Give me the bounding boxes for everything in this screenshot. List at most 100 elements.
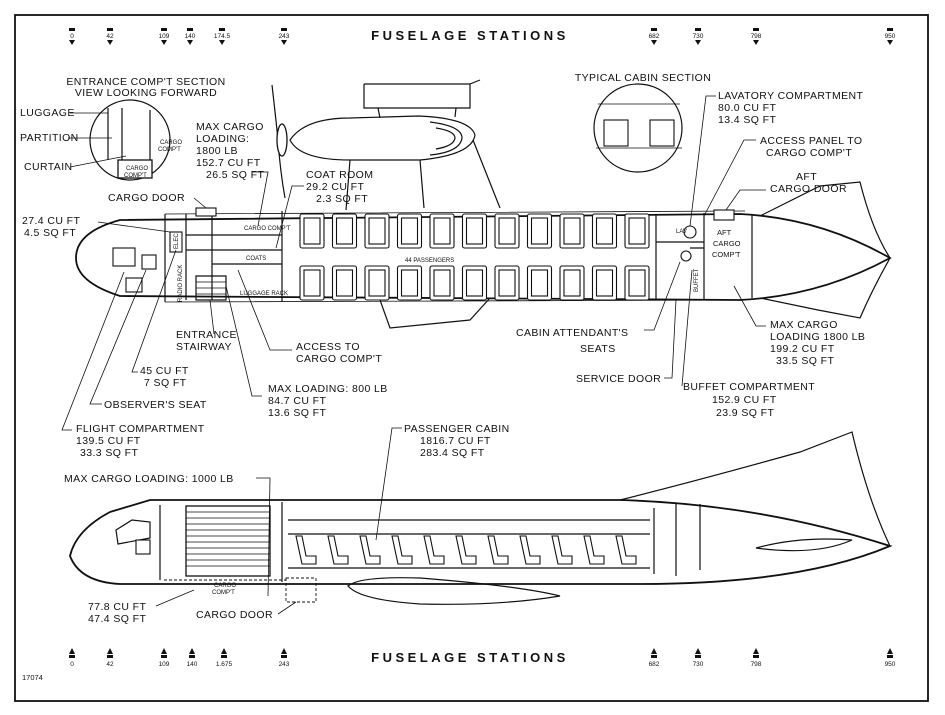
station-tick <box>651 655 657 658</box>
station-tick <box>69 28 75 31</box>
side-bulkheads <box>159 502 283 582</box>
coat-room-leader <box>275 185 304 249</box>
buffet-comp-2: 152.9 CU FT <box>712 394 777 406</box>
station-tick <box>187 28 193 31</box>
flight-comp-leader <box>61 271 125 431</box>
curtain-label: CURTAIN <box>24 161 73 173</box>
passenger-seat-cushion <box>498 269 516 297</box>
side-passenger-seat <box>327 535 349 565</box>
inner-wall <box>164 210 746 303</box>
station-tick <box>189 655 195 658</box>
station-marker <box>221 648 227 654</box>
station-tick <box>221 655 227 658</box>
cockpit-seat-side <box>135 539 151 555</box>
side-passenger-seat <box>615 535 637 565</box>
flight-comp-2: 139.5 CU FT <box>76 435 141 447</box>
station-marker <box>161 648 167 654</box>
passenger-seat-cushion <box>335 217 354 245</box>
station-tick <box>161 28 167 31</box>
observer-seat-leader <box>89 269 147 405</box>
aft-max-cargo-4: 33.5 SQ FT <box>776 355 834 367</box>
buffet-comp-1: BUFFET COMPARTMENT <box>683 381 815 393</box>
station-marker <box>651 40 657 45</box>
passenger-seat-cushion <box>400 217 419 245</box>
inset-cargo2-label-1: CARGO <box>126 166 148 172</box>
inset-leaders <box>68 112 127 168</box>
max-cargo-1: MAX CARGO <box>196 121 264 133</box>
aft-cargo-comp-label-2: CARGO <box>713 239 741 248</box>
side-passenger-seat <box>295 535 317 565</box>
flight-comp-1: FLIGHT COMPARTMENT <box>76 423 205 435</box>
forward-compartments <box>186 234 282 265</box>
station-label: 0 <box>70 661 74 668</box>
station-label: 682 <box>649 661 660 668</box>
station-marker <box>281 648 287 654</box>
buffet-comp-leader <box>681 269 693 387</box>
max-cargo-1000-leader <box>256 477 271 597</box>
aft-bulkheads <box>655 213 753 300</box>
fuselage-side <box>69 499 893 585</box>
entrance-stairway-2: STAIRWAY <box>176 341 232 353</box>
station-tick <box>281 28 287 31</box>
passengers-label: 44 PASSENGERS <box>405 258 454 264</box>
passenger-seat-cushion <box>530 269 549 297</box>
fwd-small-2: 4.5 SQ FT <box>24 227 76 239</box>
station-marker <box>651 648 657 654</box>
pilot-seat <box>112 247 136 267</box>
inset-cargo-label-2: COMP'T <box>158 147 181 153</box>
engine-exhaust <box>429 121 463 156</box>
side-passenger-seat <box>487 535 509 565</box>
passenger-seat-cushion <box>563 269 581 297</box>
access-panel-leader <box>703 139 756 217</box>
aft-cargo-door-mark <box>713 209 735 221</box>
wing-lower-stub <box>379 297 491 329</box>
passenger-seat-cushion <box>595 269 614 297</box>
station-label: 109 <box>159 33 170 40</box>
pax-cabin-1: PASSENGER CABIN <box>404 423 510 435</box>
coat-room-2: 29.2 CU FT <box>306 181 364 193</box>
passenger-seat-cushion <box>530 217 549 245</box>
coat-room-3: 2.3 SQ FT <box>316 193 368 205</box>
station-marker <box>753 40 759 45</box>
station-marker <box>107 648 113 654</box>
pax-cabin-3: 283.4 SQ FT <box>420 447 485 459</box>
service-door-leader <box>664 299 677 379</box>
entrance-section-title-1: ENTRANCE COMP'T SECTION <box>66 76 225 88</box>
station-tick <box>753 655 759 658</box>
station-label: 730 <box>693 661 704 668</box>
tail-cone <box>759 181 891 319</box>
entrance-stairway-1: ENTRANCE <box>176 329 237 341</box>
bottom-cargo-label-2: COMP'T <box>212 590 235 596</box>
lav-label: LAV <box>676 229 687 235</box>
inset-cargo-box <box>117 159 153 179</box>
passenger-seat-cushion <box>465 269 484 297</box>
station-label: 109 <box>159 661 170 668</box>
plan-labels: MAX CARGO LOADING: 1800 LB 152.7 CU FT 2… <box>22 90 865 459</box>
aft-cargo-comp-label-1: AFT <box>717 228 732 237</box>
station-tick <box>107 28 113 31</box>
station-marker <box>887 40 893 45</box>
cargo-door-label: CARGO DOOR <box>108 192 185 204</box>
aft-cargo-comp-label-3: COMP'T <box>712 250 741 259</box>
stairway <box>195 275 227 301</box>
station-marker <box>69 648 75 654</box>
aft-max-cargo-leader <box>733 285 766 327</box>
plan-view: 44 PASSENGERS LAV AFT CARGO COMP'T BUFFE… <box>75 79 892 329</box>
cabin-inset-seat-right <box>649 119 675 147</box>
station-tick <box>69 655 75 658</box>
cargo-comp-inner-label: CARGO COMP'T <box>244 226 291 232</box>
title-top: FUSELAGE STATIONS <box>371 28 569 43</box>
passenger-seat-cushion <box>433 217 451 245</box>
fin-top-outline <box>363 83 471 109</box>
forward-cargo-area <box>185 505 271 577</box>
entrance-section-title-2: VIEW LOOKING FORWARD <box>75 87 217 99</box>
cargo-door-mark <box>195 207 217 217</box>
radio-rack-label: RADIO RACK <box>178 265 184 302</box>
side-passenger-seat <box>551 535 573 565</box>
station-label: 243 <box>279 661 290 668</box>
pax-cabin-2: 1816.7 CU FT <box>420 435 491 447</box>
typical-cabin-inset: TYPICAL CABIN SECTION <box>575 72 711 173</box>
station-marker <box>281 40 287 45</box>
